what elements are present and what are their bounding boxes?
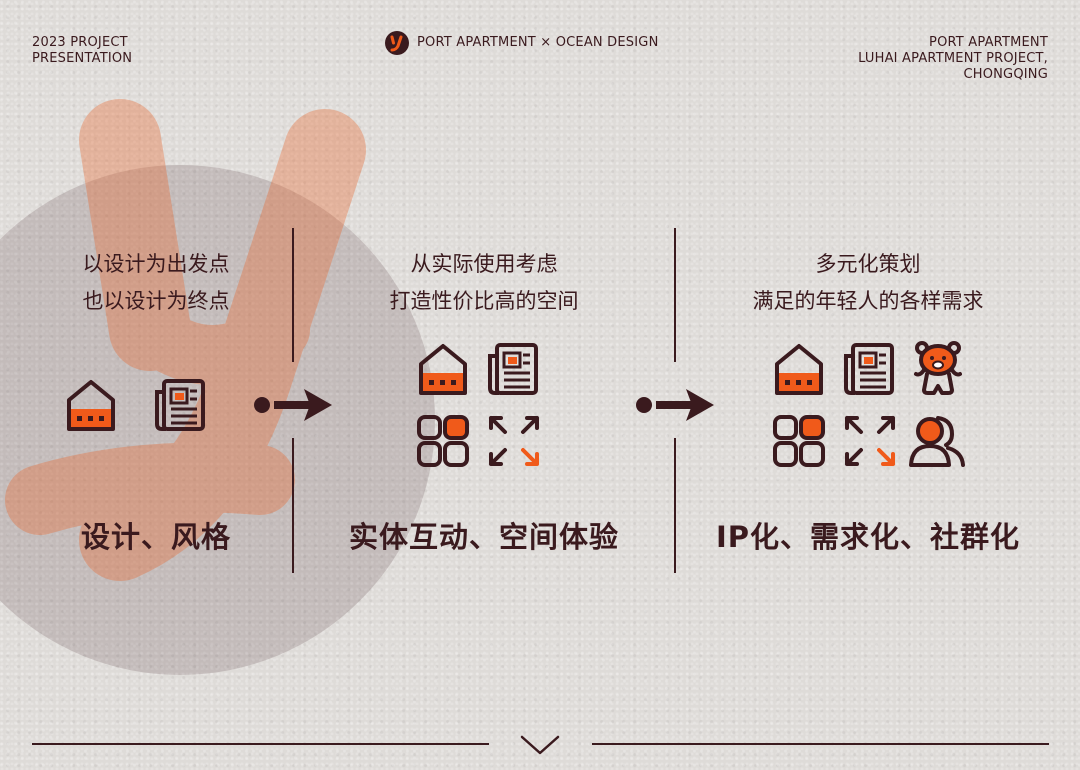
divider-1-bottom [292,438,294,573]
column-title-line: 也以设计为终点 [82,289,230,313]
arrow-right-icon [636,389,714,421]
header-right: PORT APARTMENT LUHAI APARTMENT PROJECT, … [858,35,1048,83]
column-title-line: 满足的年轻人的各样需求 [752,289,984,313]
house-icon [67,380,115,431]
column-footer-text: 设计、风格 [80,520,231,554]
header-left-line: 2023 PROJECT [32,35,128,50]
column-footer-text: IP化、需求化、社群化 [715,520,1021,554]
header-right-line: PORT APARTMENT [929,35,1048,50]
header-right-line: CHONGQING [963,67,1048,82]
column-footer: 设计、风格 [20,514,292,556]
column-title-line: 从实际使用考虑 [410,252,558,276]
house-icon [775,344,823,395]
column-footer: IP化、需求化、社群化 [676,514,1060,556]
house-icon [419,344,467,395]
column-planning: 多元化策划 满足的年轻人的各样需求 [676,246,1060,320]
document-icon [488,343,538,395]
column-footer-text: 实体互动、空间体验 [348,520,619,554]
header-right-line: LUHAI APARTMENT PROJECT, [858,51,1048,66]
header-left: 2023 PROJECT PRESENTATION [32,35,132,67]
bottom-rule-right [592,743,1049,745]
column-footer: 实体互动、空间体验 [294,514,674,556]
arrow-right-icon [254,389,332,421]
column-design: 以设计为出发点 也以设计为终点 [20,246,292,320]
expand-arrows-icon [489,416,539,466]
column-space: 从实际使用考虑 打造性价比高的空间 [294,246,674,320]
divider-2-bottom [674,438,676,573]
divider-2-top [674,228,676,362]
expand-arrows-icon [845,416,895,466]
document-icon [155,379,205,431]
header-center: PORT APARTMENT × OCEAN DESIGN [385,31,659,55]
divider-1-top [292,228,294,362]
people-icon [909,416,965,467]
column-title-line: 以设计为出发点 [82,252,230,276]
grid-icon [417,415,469,467]
background-logo-mark [0,99,435,675]
grid-icon [773,415,825,467]
brand-logo-icon [385,31,409,55]
chevron-down-icon[interactable] [520,733,560,757]
column-title-line: 多元化策划 [815,252,921,276]
header-center-title: PORT APARTMENT × OCEAN DESIGN [417,35,659,50]
header-left-line: PRESENTATION [32,51,133,66]
bear-icon [914,341,962,395]
document-icon [844,343,894,395]
bottom-rule-left [32,743,489,745]
column-title-line: 打造性价比高的空间 [389,289,579,313]
